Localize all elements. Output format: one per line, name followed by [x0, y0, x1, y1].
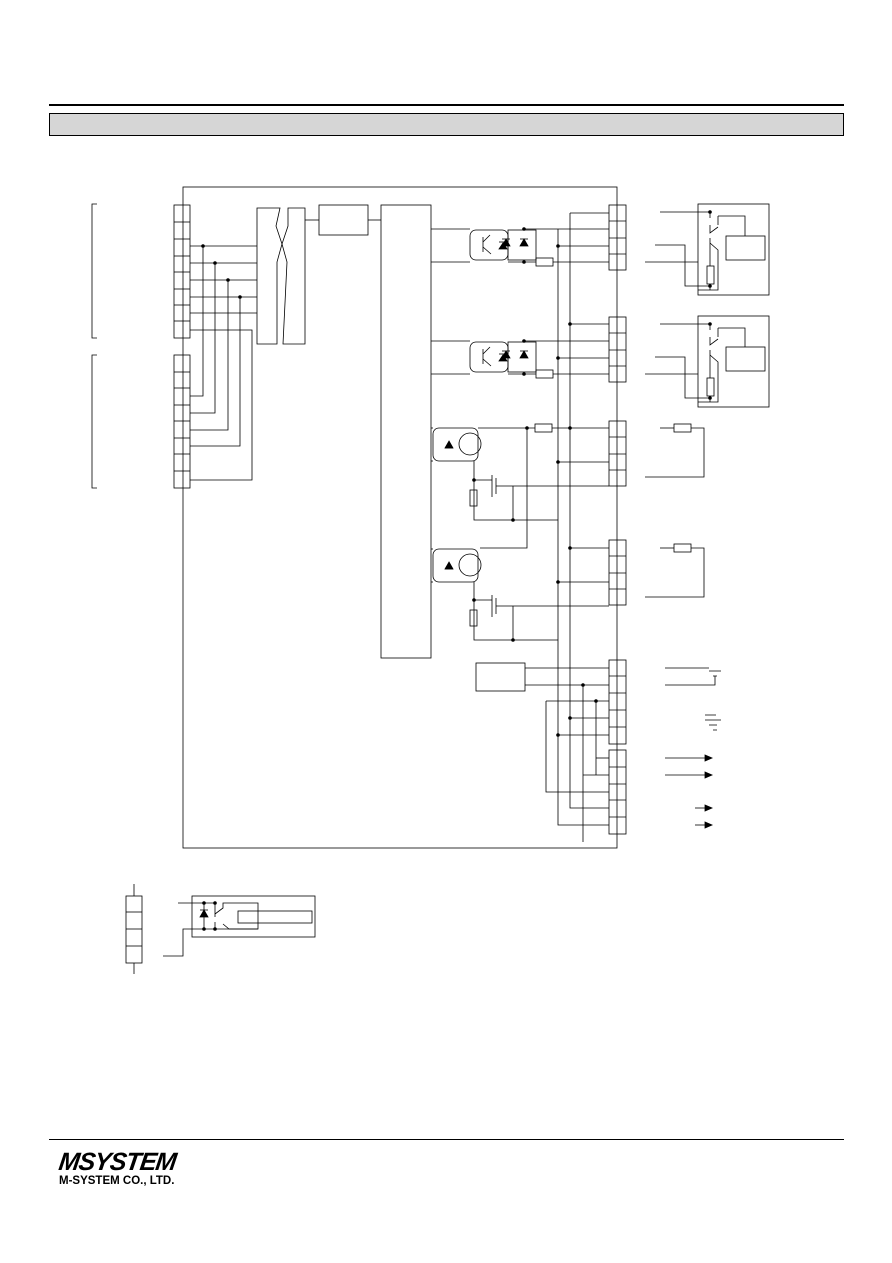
- terminal-block-right-2: [608, 316, 627, 383]
- company-logo: MSYSTEM M-SYSTEM CO., LTD.: [57, 1148, 178, 1187]
- isolation-block-b: [281, 207, 306, 345]
- terminal-block-right-6: [608, 749, 627, 835]
- terminal-block-right-5: [608, 659, 627, 745]
- external-load-1: [697, 203, 770, 296]
- terminal-block-right-3: [608, 420, 627, 487]
- bracket-upper: [91, 203, 97, 339]
- terminal-block-right-4: [608, 539, 627, 606]
- external-load-2: [697, 315, 770, 408]
- processor-block: [380, 204, 432, 659]
- terminal-block-left-2: [173, 354, 191, 489]
- input-circuit-box: [191, 895, 316, 938]
- terminal-block-left-1: [173, 204, 191, 339]
- isolation-block-a: [256, 207, 283, 345]
- logo-wordmark: MSYSTEM: [57, 1148, 178, 1176]
- footer-rule: [49, 1139, 844, 1140]
- main-enclosure: [182, 186, 618, 849]
- power-supply-block: [475, 662, 526, 692]
- bracket-lower: [91, 354, 97, 489]
- company-name: M-SYSTEM CO., LTD.: [59, 1175, 175, 1187]
- section-header-bar: [49, 113, 844, 136]
- function-block-small: [318, 204, 369, 236]
- top-rule: [49, 104, 844, 106]
- terminal-block-detail: [125, 895, 143, 964]
- terminal-block-right-1: [608, 204, 627, 271]
